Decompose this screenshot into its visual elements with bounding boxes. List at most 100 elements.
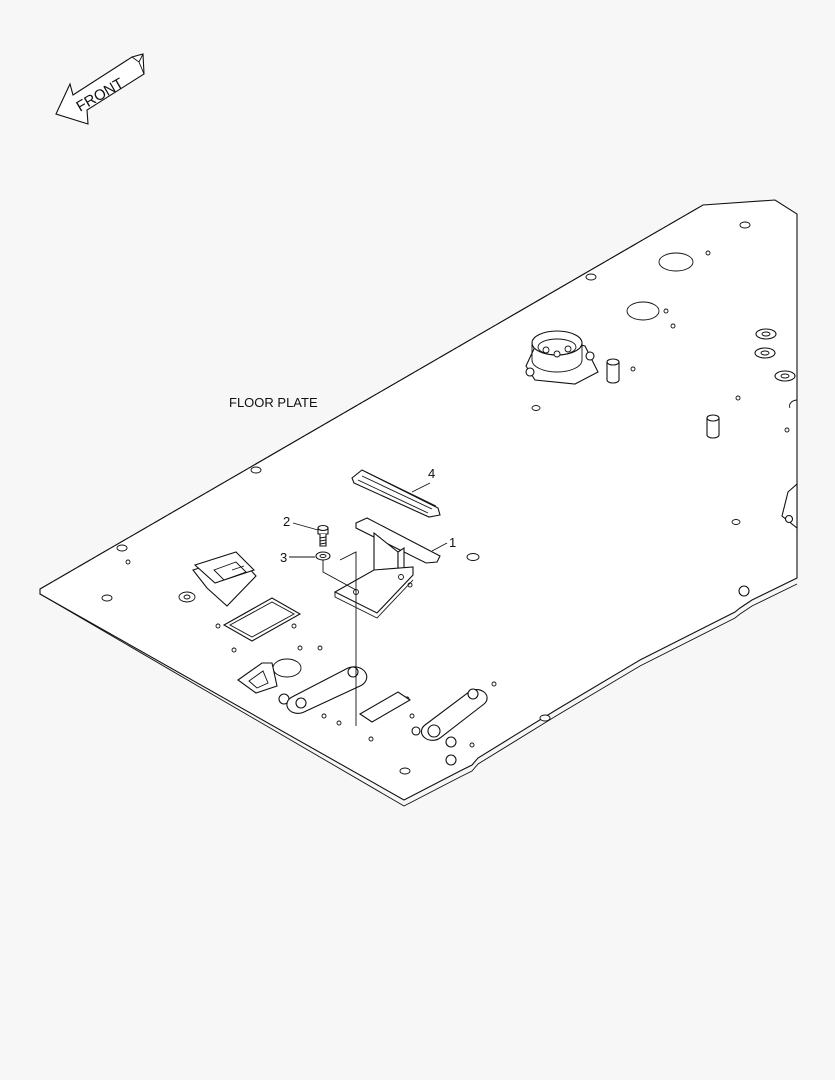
hole <box>663 308 669 314</box>
plate-opening <box>626 301 660 321</box>
hole <box>125 559 131 565</box>
floor-plate-thickness <box>39 583 798 807</box>
pedal-bracket <box>333 517 441 619</box>
washer-hole <box>761 331 771 337</box>
callout-4: 4 <box>428 466 435 481</box>
round-mount <box>525 330 599 385</box>
washer <box>774 370 796 382</box>
mount-wall <box>531 343 583 373</box>
nut <box>445 754 457 766</box>
loop-body <box>237 662 278 694</box>
leader-4 <box>411 482 431 493</box>
plate-slot <box>222 597 302 642</box>
nut <box>738 585 750 597</box>
link-bolt <box>467 688 479 700</box>
leader-2 <box>292 522 319 531</box>
mount-nut <box>585 351 595 361</box>
hole <box>250 466 262 474</box>
front-arrow-edge <box>131 53 145 75</box>
hole <box>735 395 741 401</box>
standoff <box>706 418 720 439</box>
floor-plate-break-line <box>39 204 704 590</box>
plate-slot-inner <box>229 601 295 638</box>
assembly-line <box>322 560 357 726</box>
front-arrow: FRONT <box>55 53 145 125</box>
pedal-bracket-hole <box>398 574 404 580</box>
bracket-top <box>193 551 256 584</box>
washer-hole <box>780 373 790 379</box>
plate-opening <box>658 252 694 272</box>
hole <box>231 647 237 653</box>
plate-opening <box>272 658 302 678</box>
hole <box>116 544 128 552</box>
nut <box>411 726 421 736</box>
pedal-pad <box>351 469 441 518</box>
hole <box>469 742 475 748</box>
hole <box>101 594 113 602</box>
hole <box>630 366 636 372</box>
hole <box>585 273 597 281</box>
bolt-head-top <box>317 524 329 532</box>
bolt-assembly <box>315 524 357 726</box>
standoff-top <box>706 414 720 422</box>
mount-hole <box>564 345 572 353</box>
hole <box>531 405 541 411</box>
link-arms <box>286 666 488 766</box>
pedal-bracket-top <box>355 517 441 564</box>
hole <box>183 594 191 600</box>
washer-hole <box>319 554 327 558</box>
callout-1: 1 <box>449 535 456 550</box>
plate-slot <box>358 691 412 723</box>
standoff-top <box>606 358 620 366</box>
leader-1 <box>431 542 448 552</box>
hole <box>317 645 323 651</box>
link-bolt <box>295 697 307 709</box>
callout-2: 2 <box>283 514 290 529</box>
mount-nut <box>525 367 535 377</box>
washer <box>315 551 331 561</box>
link-bolt <box>347 666 359 678</box>
loop-opening <box>248 670 269 689</box>
plate-holes <box>101 221 790 775</box>
mount-nut <box>784 514 794 524</box>
hole <box>784 427 790 433</box>
hole <box>491 681 497 687</box>
callout-3: 3 <box>280 550 287 565</box>
left-bracket <box>192 551 257 607</box>
hole <box>670 323 676 329</box>
link-bolt <box>427 724 441 738</box>
pedal-bracket-base <box>333 566 414 614</box>
assembly-title: FLOOR PLATE <box>229 395 318 410</box>
hole <box>321 713 327 719</box>
bracket-detail <box>231 565 245 571</box>
hole <box>291 623 297 629</box>
bolt-thread <box>319 536 327 545</box>
hole <box>539 714 551 722</box>
hole <box>215 623 221 629</box>
standoff <box>606 362 620 384</box>
leaders <box>289 482 448 558</box>
hole <box>336 720 342 726</box>
link-arm <box>286 666 368 714</box>
pedal-pad-grooves <box>357 471 437 514</box>
washer <box>754 347 776 359</box>
right-fittings <box>606 328 798 597</box>
nut <box>445 736 457 748</box>
hole <box>409 713 415 719</box>
hole <box>705 250 711 256</box>
washer <box>755 328 777 340</box>
hole <box>466 553 480 561</box>
partial-ring <box>789 399 798 409</box>
hole <box>297 645 303 651</box>
hole <box>368 736 374 742</box>
hole <box>399 767 411 775</box>
hole <box>739 221 751 229</box>
mount-hole <box>553 350 561 358</box>
mount-hole <box>542 346 550 354</box>
assembly-line <box>339 551 357 592</box>
hole <box>731 519 741 525</box>
washer-hole <box>760 350 770 356</box>
bracket-slot <box>213 561 247 581</box>
